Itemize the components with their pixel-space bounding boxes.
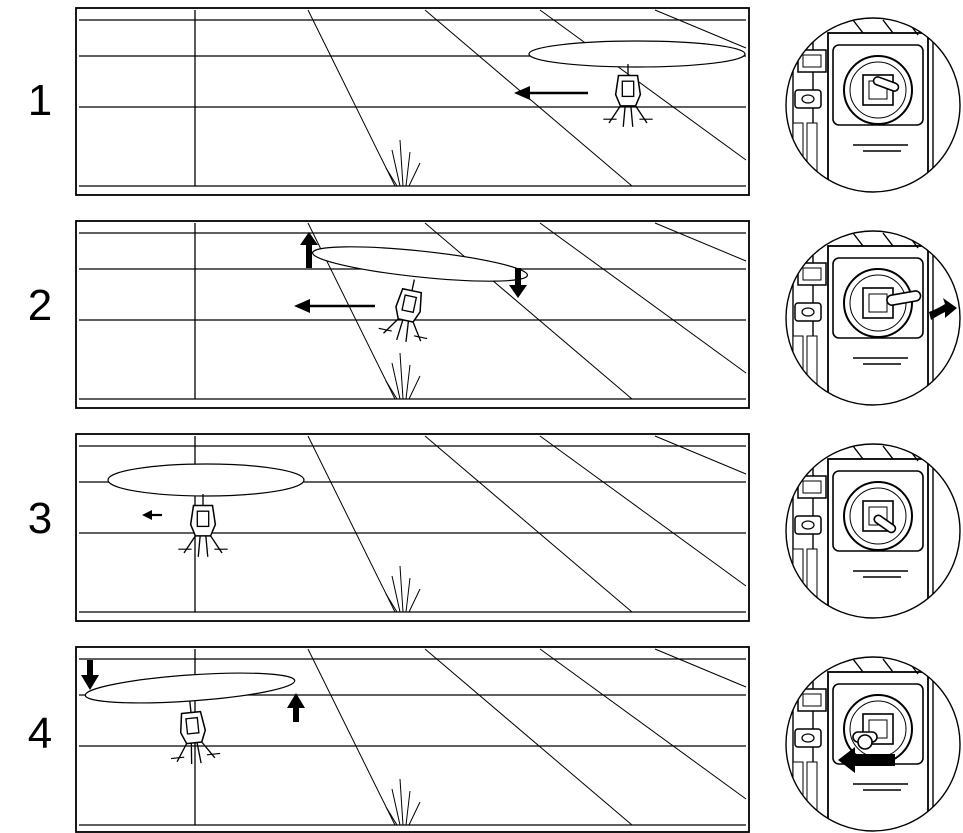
step-4-transmitter-inset bbox=[786, 654, 960, 833]
step-4-scene-panel bbox=[76, 647, 749, 832]
step-1-transmitter-inset bbox=[786, 15, 960, 215]
step-3-transmitter-inset bbox=[786, 441, 960, 641]
step-3-scene-panel bbox=[76, 434, 749, 621]
step-number: 1 bbox=[28, 76, 52, 125]
step-number: 3 bbox=[28, 494, 52, 543]
step-2-scene-panel bbox=[76, 221, 749, 408]
step-number: 2 bbox=[28, 281, 52, 330]
step-number: 4 bbox=[28, 709, 52, 758]
step-2-transmitter-inset bbox=[786, 228, 960, 428]
step-4-row: 4 bbox=[28, 647, 960, 833]
step-2-row: 2 bbox=[28, 221, 960, 428]
step-1-scene-panel bbox=[76, 8, 749, 195]
rotor-disc bbox=[108, 464, 304, 496]
step-1-row: 1 bbox=[28, 8, 960, 215]
rotor-disc bbox=[529, 41, 745, 67]
step-3-row: 3 bbox=[28, 434, 960, 641]
